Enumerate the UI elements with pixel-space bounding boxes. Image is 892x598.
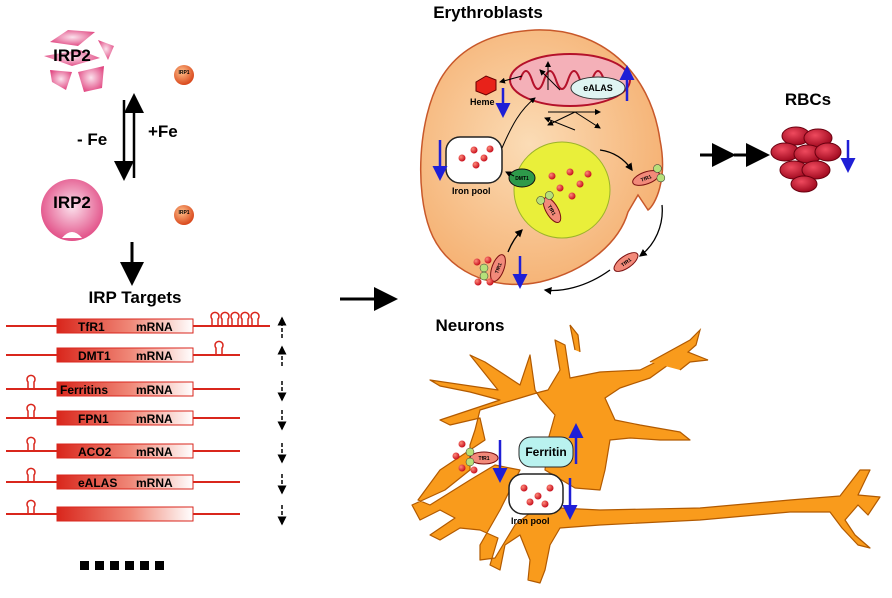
rbcs-title: RBCs	[785, 90, 831, 109]
mrna-suffix: mRNA	[136, 383, 173, 397]
mrna-suffix: mRNA	[136, 349, 173, 363]
ire-stem-loop	[214, 340, 224, 355]
irp2-top-label: IRP2	[53, 46, 91, 65]
ire-stem-loop	[26, 374, 36, 389]
rbc-cluster	[770, 126, 842, 193]
neurons-title: Neurons	[436, 316, 505, 335]
ire-stem-loop	[26, 499, 36, 514]
mrna-row	[6, 499, 287, 526]
ire-stem-loop	[26, 403, 36, 418]
irp1-top-protein: IRP1	[174, 65, 194, 85]
dmt1-export-arrow	[505, 171, 515, 177]
iron-to-mito-arrow	[501, 97, 536, 149]
gene-name: Ferritins	[60, 383, 108, 397]
tfr1-receptor-inner: TfR1	[536, 191, 562, 223]
tfr1-receptor-recycling: TfR1	[613, 252, 639, 272]
mrna-row: TfR1 mRNA	[6, 311, 287, 338]
ealas-enzyme: eALAS	[570, 76, 626, 100]
ire-stem-loop	[26, 467, 36, 482]
mrna-suffix: mRNA	[136, 445, 173, 459]
transferrin-iron-cluster	[473, 256, 494, 286]
iron-pool-erythroblast	[445, 136, 503, 184]
ferritin-label: Ferritin	[525, 445, 566, 459]
ealas-label: eALAS	[583, 83, 613, 93]
irp1-bottom-label: IRP1	[178, 210, 189, 216]
ferritin-protein: Ferritin	[518, 436, 574, 468]
mrna-row: DMT1 mRNA	[6, 340, 287, 366]
gene-name: FPN1	[78, 412, 109, 426]
irp2-intact	[41, 179, 103, 241]
mrna-row: eALAS mRNA	[6, 467, 287, 495]
tfr1-cycle-arrows	[507, 149, 663, 295]
irp1-bottom-protein: IRP1	[174, 205, 194, 225]
iron-pool-ery-label: Iron pool	[452, 186, 491, 196]
mito-pathway-arrows	[539, 61, 601, 131]
irp2-degraded	[44, 30, 114, 92]
irp1-top-label: IRP1	[178, 70, 189, 76]
ire-stem-loop	[26, 436, 36, 451]
plus-fe-label: +Fe	[148, 122, 178, 141]
tfr1-label-b: TfR1	[640, 174, 653, 184]
dmt1-transporter: DMT1	[508, 168, 536, 188]
tfr1-receptor-membrane: TfR1	[632, 164, 666, 186]
mrna-suffix: mRNA	[136, 320, 173, 334]
dmt1-label: DMT1	[515, 176, 529, 182]
ire-stem-loops	[210, 311, 260, 326]
minus-fe-label: - Fe	[77, 130, 107, 149]
gene-name: DMT1	[78, 349, 111, 363]
heme-label: Heme	[470, 97, 495, 107]
iron-pool-neuron	[508, 473, 564, 515]
mrna-rows: TfR1 mRNA DMT1 mRNA Ferritins mRN	[6, 311, 287, 526]
gene-name: ACO2	[78, 445, 112, 459]
mrna-row: FPN1 mRNA	[6, 403, 287, 431]
erythroblasts-title: Erythroblasts	[433, 3, 543, 22]
heme-molecule	[475, 75, 497, 96]
mrna-row: Ferritins mRNA	[6, 374, 287, 402]
endosome	[513, 141, 611, 239]
mrna-suffix: mRNA	[136, 476, 173, 490]
mrna-suffix: mRNA	[136, 412, 173, 426]
iron-pool-neuron-label: Iron pool	[511, 516, 550, 526]
irp-targets-title: IRP Targets	[89, 288, 182, 307]
tfr1-label-a: TfR1	[546, 204, 557, 217]
gene-name: eALAS	[78, 476, 117, 490]
tfr1-label-d: TfR1	[494, 262, 504, 275]
tfr1-receptor-neuron: TfR1	[452, 440, 499, 474]
mrna-row: ACO2 mRNA	[6, 436, 287, 464]
ellipsis-dots	[80, 561, 164, 570]
tfr1-neuron-label: TfR1	[478, 456, 489, 462]
heme-export-arrow	[499, 75, 523, 84]
neuron	[411, 324, 881, 584]
gene-name: TfR1	[78, 320, 105, 334]
tfr1-label-c: TfR1	[620, 257, 633, 268]
irp2-bottom-label: IRP2	[53, 193, 91, 212]
